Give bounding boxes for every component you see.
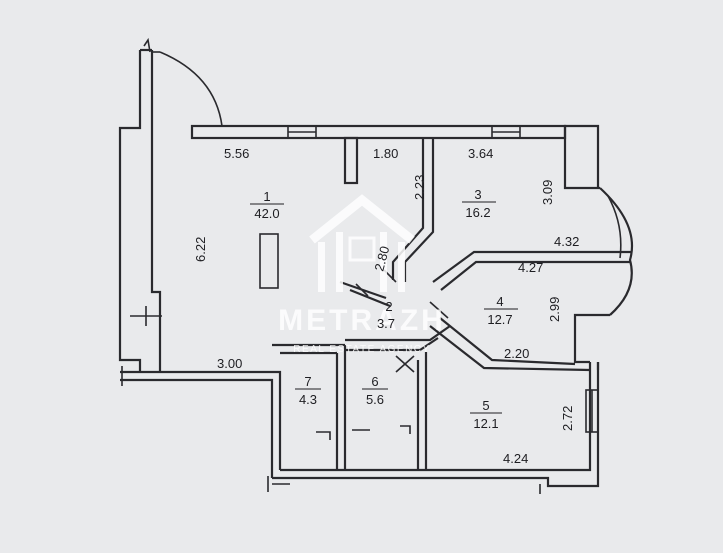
house-logo-icon xyxy=(309,194,415,292)
room-4-area: 12.7 xyxy=(487,312,512,327)
dim-4-24: 4.24 xyxy=(503,451,528,466)
dim-3-00: 3.00 xyxy=(217,356,242,371)
dim-2-72: 2.72 xyxy=(560,406,575,431)
watermark: METRAZH REAL ESTATE AGENCY xyxy=(278,194,446,355)
room-1-area: 42.0 xyxy=(254,206,279,221)
room-3-area: 16.2 xyxy=(465,205,490,220)
dim-6-22: 6.22 xyxy=(193,237,208,262)
dim-5-56: 5.56 xyxy=(224,146,249,161)
dim-4-27: 4.27 xyxy=(518,260,543,275)
room-7-number: 7 xyxy=(304,374,311,389)
room-6-number: 6 xyxy=(371,374,378,389)
dim-3-64: 3.64 xyxy=(468,146,493,161)
watermark-tagline: REAL ESTATE AGENCY xyxy=(293,344,430,355)
outer-walls xyxy=(118,37,634,494)
room-2-area: 3.7 xyxy=(377,316,395,331)
dim-2-99: 2.99 xyxy=(547,297,562,322)
room-7-area: 4.3 xyxy=(299,392,317,407)
dim-4-32: 4.32 xyxy=(554,234,579,249)
room-5-area: 12.1 xyxy=(473,416,498,431)
dim-2-23: 2.23 xyxy=(412,175,427,200)
room-2-number: 2 xyxy=(385,299,392,314)
dim-1-80: 1.80 xyxy=(373,146,398,161)
dimension-labels: 5.56 1.80 3.64 3.09 2.23 2.80 6.22 4.32 … xyxy=(193,146,579,466)
room-5-number: 5 xyxy=(482,398,489,413)
room-labels: 1 42.0 2 3.7 3 16.2 4 12.7 5 12.1 6 5.6 … xyxy=(250,187,518,431)
room-4-number: 4 xyxy=(496,294,503,309)
room-6-area: 5.6 xyxy=(366,392,384,407)
dim-2-80: 2.80 xyxy=(371,244,392,272)
dim-2-20: 2.20 xyxy=(504,346,529,361)
room-3-number: 3 xyxy=(474,187,481,202)
watermark-brand: METRAZH xyxy=(278,304,446,337)
room-1-number: 1 xyxy=(263,189,270,204)
dim-3-09: 3.09 xyxy=(540,180,555,205)
